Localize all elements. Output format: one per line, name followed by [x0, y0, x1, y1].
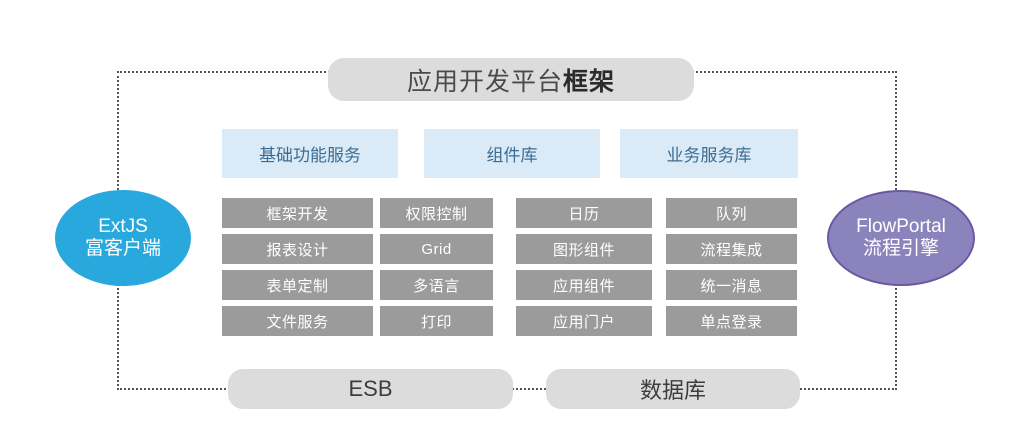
- module-column-4: 队列 流程集成 统一消息 单点登录: [666, 198, 797, 342]
- module-cell[interactable]: 统一消息: [666, 270, 797, 300]
- category-header-component-library[interactable]: 组件库: [424, 129, 600, 178]
- node-subtitle: 流程引擎: [862, 238, 939, 259]
- module-cell[interactable]: 日历: [516, 198, 652, 228]
- module-cell[interactable]: 单点登录: [666, 306, 797, 336]
- page-title-bold: 框架: [563, 67, 616, 96]
- module-cell[interactable]: 图形组件: [516, 234, 652, 264]
- footer-node-database[interactable]: 数据库: [546, 369, 800, 409]
- category-header-label: 业务服务库: [666, 146, 752, 165]
- module-cell[interactable]: 流程集成: [666, 234, 797, 264]
- page-title: 应用开发平台框架: [328, 58, 694, 101]
- category-header-business-service-library[interactable]: 业务服务库: [620, 129, 798, 178]
- footer-node-esb[interactable]: ESB: [228, 369, 513, 409]
- module-column-1: 框架开发 报表设计 表单定制 文件服务: [222, 198, 373, 342]
- node-extjs-rich-client[interactable]: ExtJS 富客户端: [55, 190, 191, 286]
- module-cell[interactable]: 多语言: [380, 270, 493, 300]
- node-title: FlowPortal: [856, 215, 946, 237]
- module-cell[interactable]: 应用组件: [516, 270, 652, 300]
- module-cell[interactable]: 队列: [666, 198, 797, 228]
- module-cell[interactable]: Grid: [380, 234, 493, 264]
- node-subtitle: 富客户端: [84, 238, 161, 259]
- node-flowportal-process-engine[interactable]: FlowPortal 流程引擎: [827, 190, 975, 286]
- category-header-label: 组件库: [486, 146, 538, 165]
- module-cell[interactable]: 文件服务: [222, 306, 373, 336]
- module-cell[interactable]: 表单定制: [222, 270, 373, 300]
- category-header-basic-services[interactable]: 基础功能服务: [222, 129, 398, 178]
- module-cell[interactable]: 应用门户: [516, 306, 652, 336]
- footer-node-label: 数据库: [639, 378, 706, 403]
- footer-node-label: ESB: [348, 376, 393, 401]
- module-column-2: 权限控制 Grid 多语言 打印: [380, 198, 493, 342]
- module-cell[interactable]: 框架开发: [222, 198, 373, 228]
- module-cell[interactable]: 报表设计: [222, 234, 373, 264]
- category-header-label: 基础功能服务: [259, 146, 361, 165]
- node-title: ExtJS: [98, 215, 148, 237]
- page-title-light: 应用开发平台: [406, 67, 563, 96]
- module-column-3: 日历 图形组件 应用组件 应用门户: [516, 198, 652, 342]
- module-cell[interactable]: 打印: [380, 306, 493, 336]
- module-cell[interactable]: 权限控制: [380, 198, 493, 228]
